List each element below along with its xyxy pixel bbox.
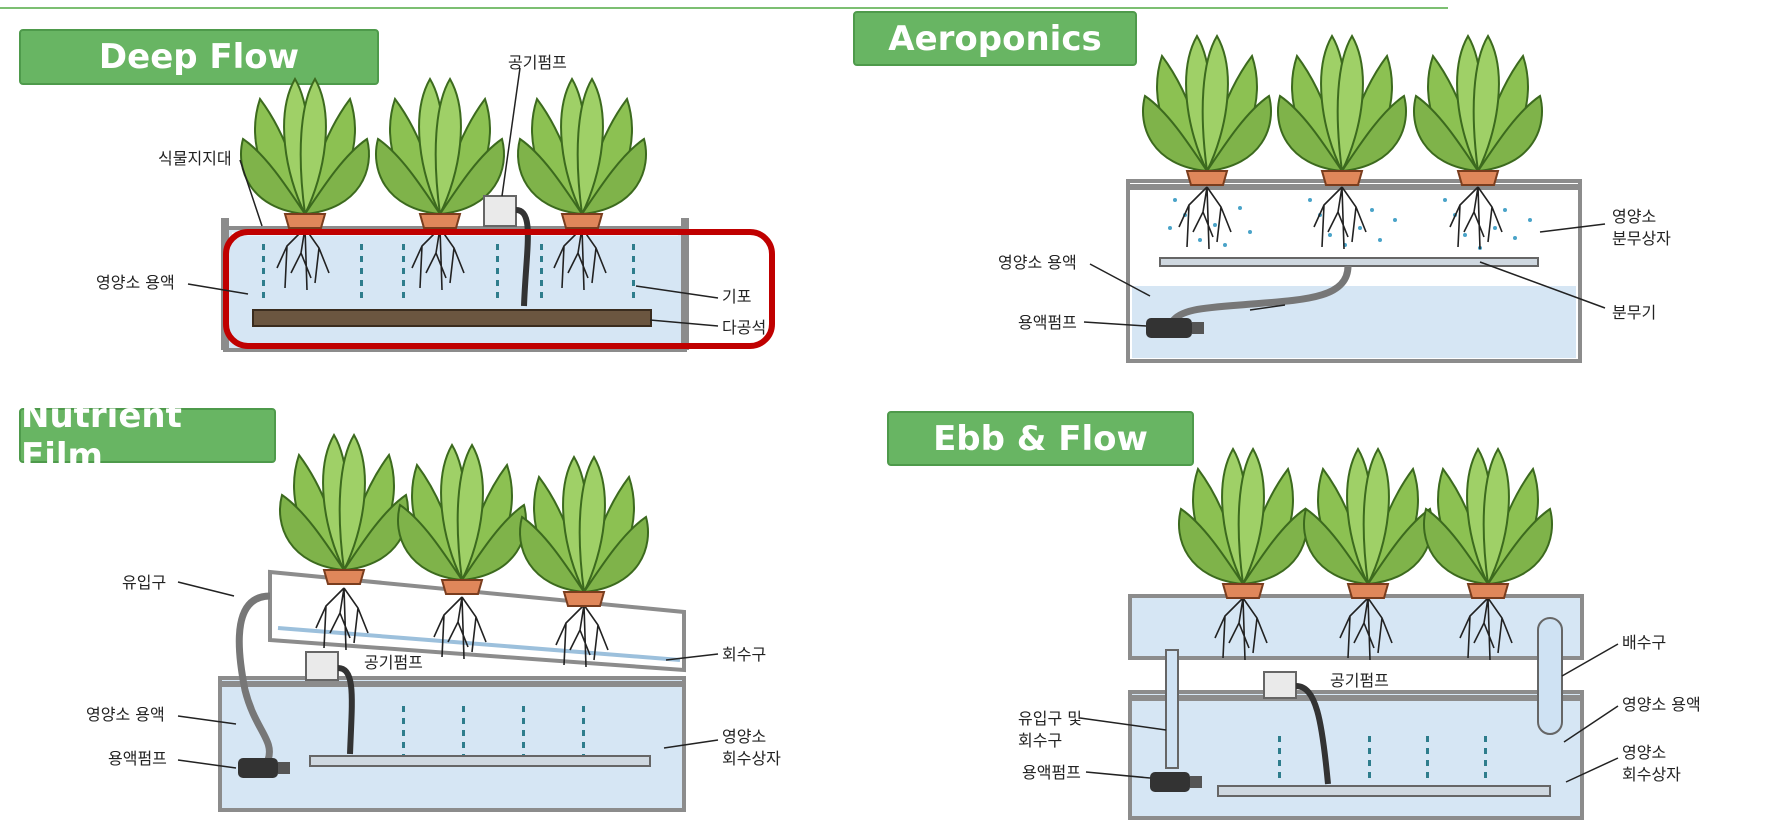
aeroponics-solution-pump	[1146, 318, 1192, 338]
nutrient-film-return-box-label-line1: 영양소	[722, 727, 766, 746]
deep-flow-bubbles-label: 기포	[722, 287, 751, 306]
aeroponics-spray-box-label-line1: 영양소	[1612, 207, 1656, 226]
ebb-flow-solution-pump	[1150, 772, 1190, 792]
nutrient-film-air-pump	[305, 651, 339, 681]
ebb-flow-title: Ebb & Flow	[887, 411, 1194, 466]
ebb-flow-grow-tray	[1128, 594, 1584, 660]
nutrient-film-reservoir	[218, 676, 686, 812]
deep-flow-air-pump-label: 공기펌프	[508, 53, 567, 72]
deep-flow-porous-stone	[252, 309, 652, 327]
ebb-flow-return-box-label: 영양소 회수상자	[1622, 743, 1681, 784]
ebb-flow-air-pump	[1263, 671, 1297, 699]
nutrient-film-diagram: 유입구 공기펌프 회수구 영양소 용액 용액펌프 영양소 회수상자	[86, 434, 781, 812]
ebb-flow-solution-pump-label: 용액펌프	[1022, 763, 1081, 782]
deep-flow-highlight-box	[223, 229, 775, 349]
ebb-flow-drain	[1537, 617, 1563, 735]
ebb-flow-air-pump-label: 공기펌프	[1330, 671, 1389, 690]
aeroponics-sprayer-label: 분무기	[1612, 303, 1656, 322]
aeroponics-spray-box-label: 영양소 분무상자	[1612, 207, 1671, 248]
deep-flow-title: Deep Flow	[19, 29, 379, 85]
aeroponics-solution-pump-label: 용액펌프	[1018, 313, 1077, 332]
ebb-flow-nutrient-solution-label: 영양소 용액	[1622, 695, 1701, 714]
deep-flow-air-pump	[483, 195, 517, 227]
ebb-flow-return-box-label-line1: 영양소	[1622, 743, 1666, 762]
deep-flow-diagram: 공기펌프 식물지지대 영양소 용액 기포 다공석	[96, 53, 775, 352]
nutrient-film-return-box-label-line2: 회수상자	[722, 749, 781, 768]
nutrient-film-return-port-label: 회수구	[722, 645, 766, 664]
top-divider-line	[0, 7, 1448, 9]
ebb-flow-drain-label: 배수구	[1622, 633, 1666, 652]
deep-flow-porous-label: 다공석	[722, 318, 766, 337]
nutrient-film-inlet-label: 유입구	[122, 573, 166, 592]
nutrient-film-nutrient-solution-label: 영양소 용액	[86, 705, 165, 724]
aeroponics-title: Aeroponics	[853, 11, 1137, 66]
deep-flow-tank	[223, 226, 687, 352]
ebb-flow-return-box-label-line2: 회수상자	[1622, 765, 1681, 784]
deep-flow-bubbles	[262, 244, 635, 298]
deep-flow-plant-support-label: 식물지지대	[158, 149, 232, 168]
nutrient-film-air-pump-label: 공기펌프	[364, 653, 423, 672]
nutrient-film-solution-pump	[238, 758, 278, 778]
aeroponics-diagram: 영양소 용액 용액펌프 영양소 분무상자 분무기	[998, 35, 1671, 363]
aeroponics-spray-box-label-line2: 분무상자	[1612, 229, 1671, 248]
ebb-flow-inlet-return-label-line2: 회수구	[1018, 731, 1062, 750]
ebb-flow-inlet-return-label-line1: 유입구 및	[1018, 709, 1082, 728]
ebb-flow-inlet-return-label: 유입구 및 회수구	[1018, 709, 1087, 750]
ebb-flow-reservoir	[1128, 690, 1584, 820]
deep-flow-nutrient-solution-label: 영양소 용액	[96, 273, 175, 292]
nutrient-film-solution-pump-label: 용액펌프	[108, 749, 167, 768]
nutrient-film-return-box-label: 영양소 회수상자	[722, 727, 781, 768]
ebb-flow-diagram: 배수구 공기펌프 유입구 및 회수구 용액펌프 영양소 용액 영양소 회수상자	[1018, 448, 1701, 820]
aeroponics-nutrient-solution-label: 영양소 용액	[998, 253, 1077, 272]
